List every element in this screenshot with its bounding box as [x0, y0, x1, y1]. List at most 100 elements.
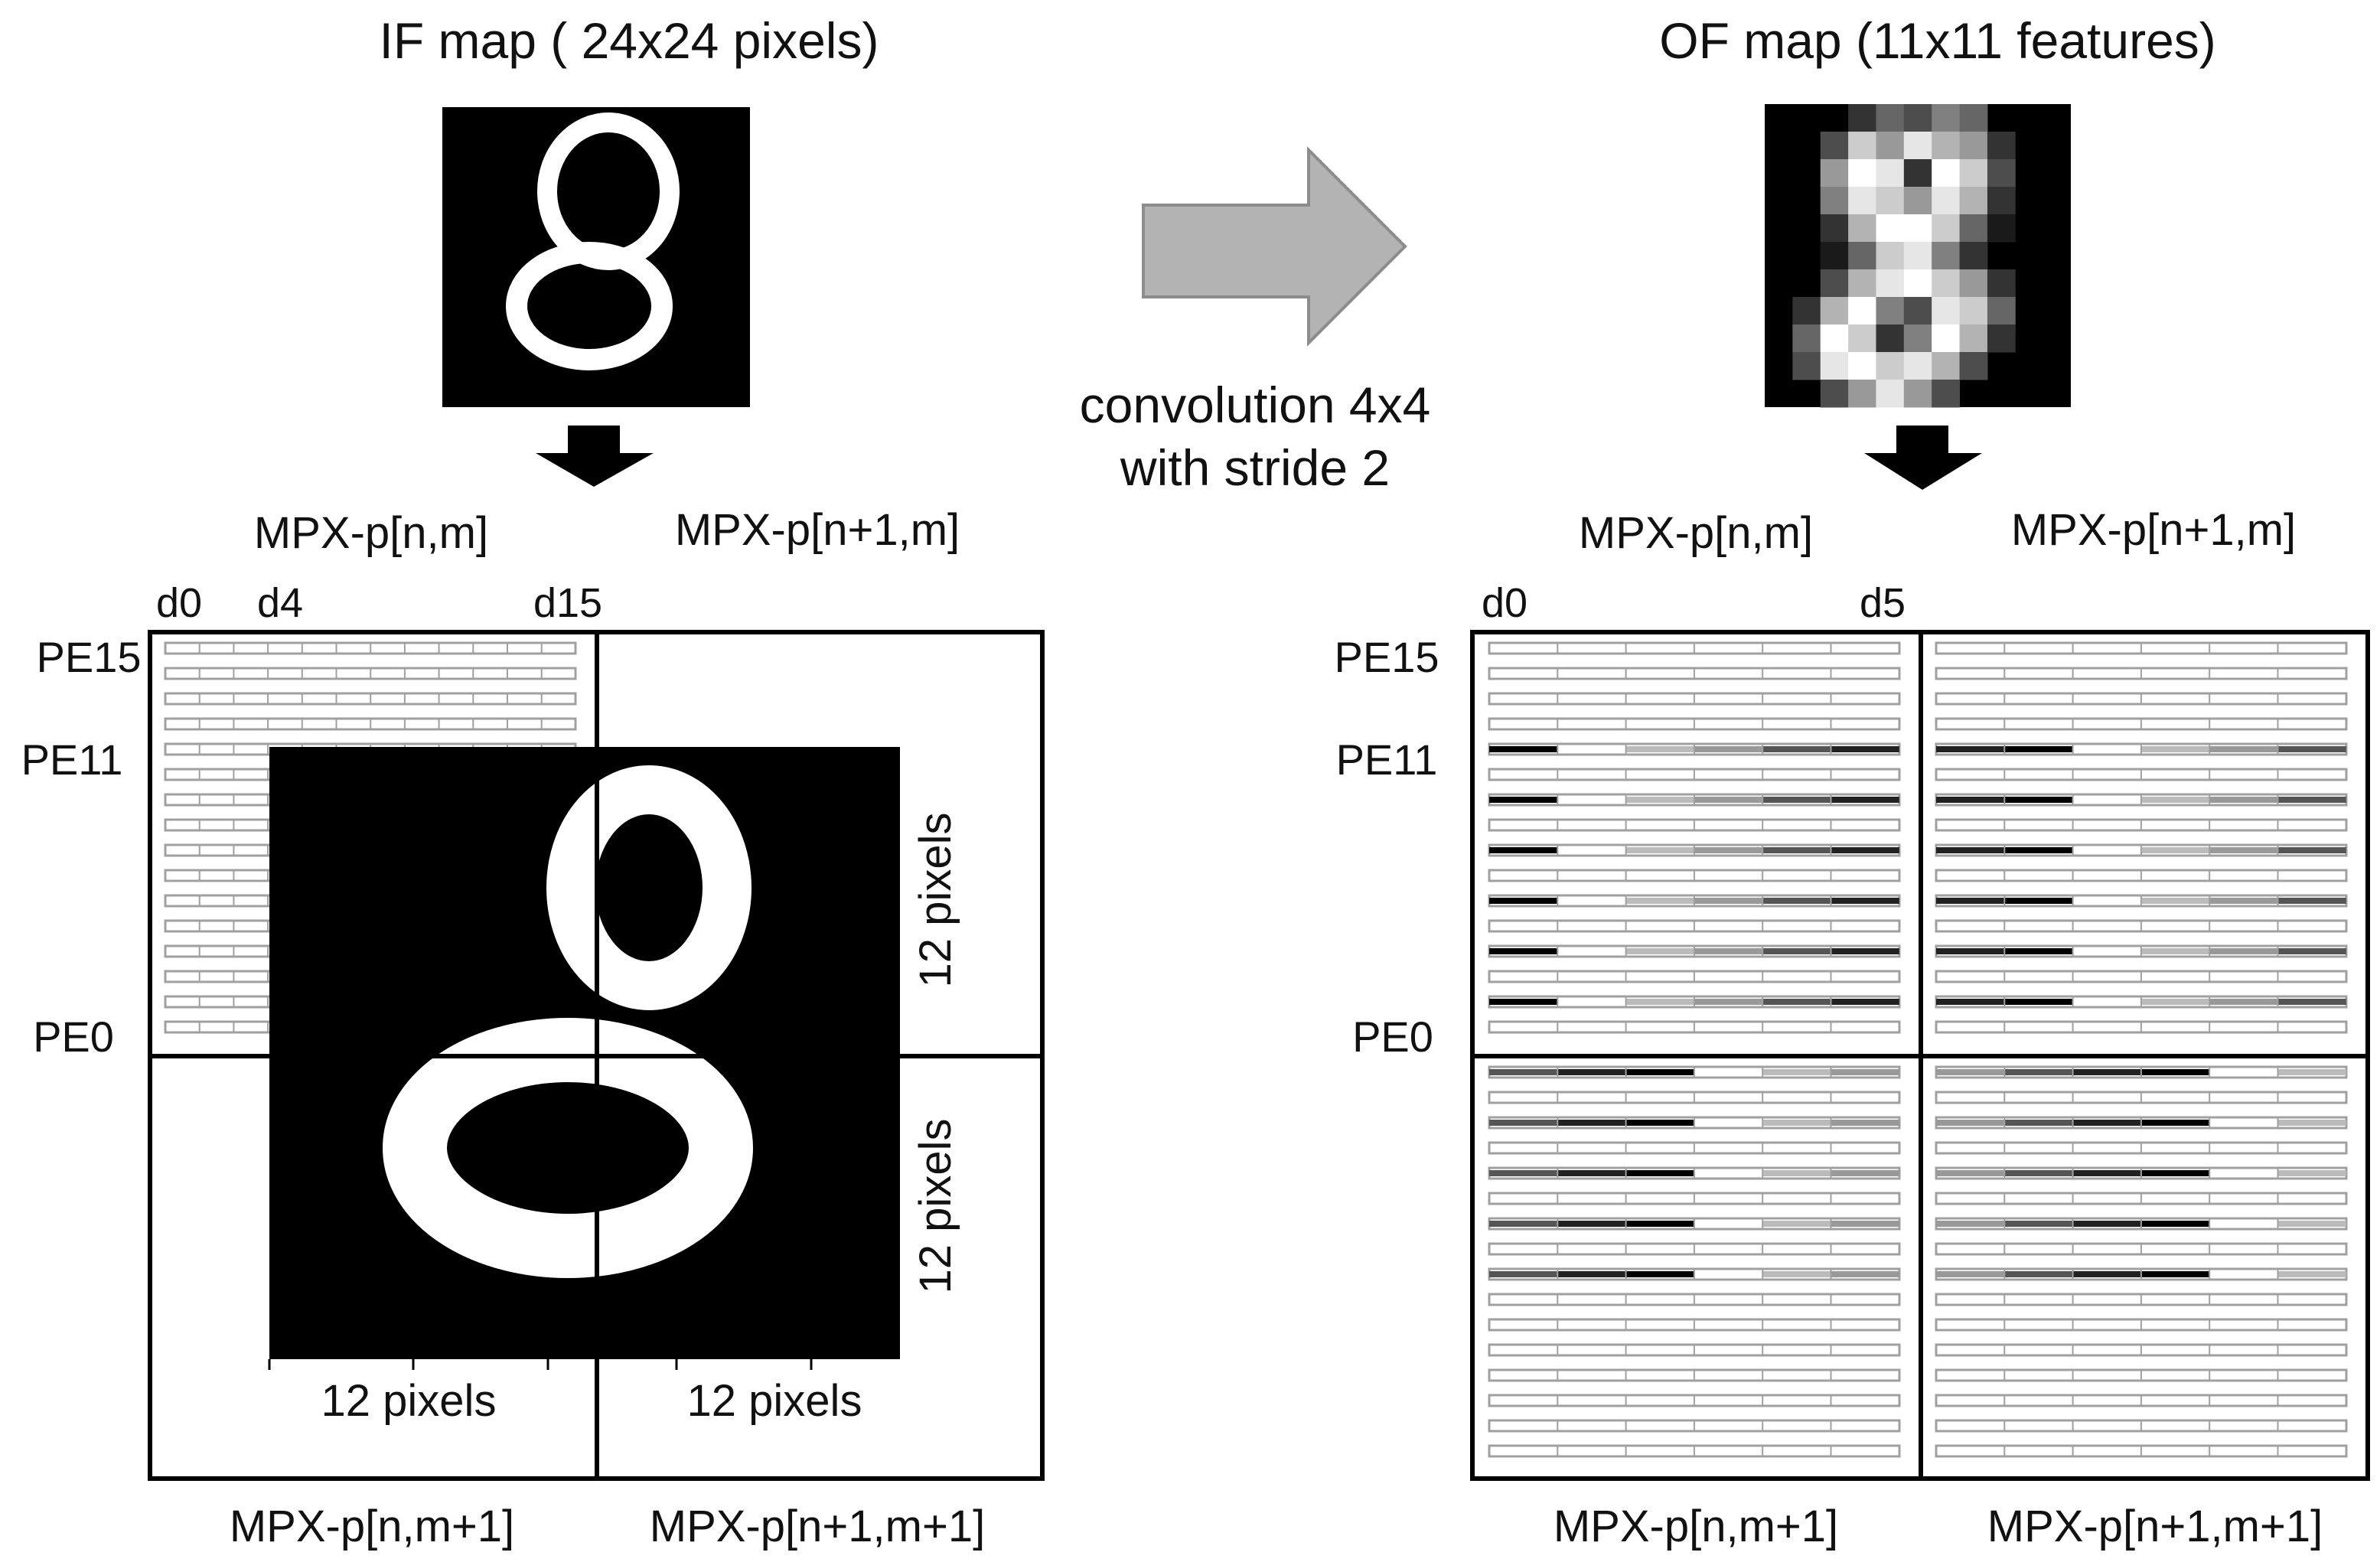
right-mpx-bottom-left: MPX-p[n,m+1]: [1554, 1502, 1838, 1551]
pe-row-feature: [2209, 1170, 2278, 1176]
pe-row-feature: [1625, 1221, 1694, 1227]
pe-row-feature: [1625, 1120, 1694, 1126]
pe-row-feature: [2004, 1221, 2073, 1227]
right-pe-label-pe0: PE0: [1352, 1013, 1433, 1061]
pe-row-feature: [2140, 746, 2210, 752]
of-map-pixel: [1903, 242, 1932, 270]
pe-row-feature: [1694, 1221, 1763, 1227]
pe-row-feature: [1936, 1069, 2005, 1075]
pe-row-feature: [1762, 1221, 1831, 1227]
convolution-arrow-icon: [1142, 146, 1407, 347]
of-map-pixel: [1903, 214, 1932, 243]
pe-row-feature: [2072, 746, 2141, 752]
right-mpx-top-left: MPX-p[n,m]: [1579, 508, 1813, 558]
of-map-pixel: [1792, 352, 1821, 380]
of-map-pixel: [1876, 352, 1905, 380]
of-map-pixel: [1848, 297, 1876, 325]
of-map-pixel: [1876, 269, 1905, 298]
pe-row-feature: [2072, 1069, 2141, 1075]
of-map-pixel: [1876, 187, 1905, 215]
right-pe-row-grid: [1488, 641, 2348, 1458]
pe-row-feature: [1936, 1271, 2005, 1277]
pe-row-feature: [1831, 797, 1899, 803]
pe-row-feature: [1625, 1271, 1694, 1277]
of-map-pixel: [1959, 352, 1988, 380]
if-map-title: IF map ( 24x24 pixels): [380, 12, 879, 69]
of-map-pixel: [1959, 324, 1988, 353]
of-map-pixel: [1820, 324, 1849, 353]
right-quadrant-frame: [1470, 630, 2370, 1481]
of-map-pixel: [1932, 380, 1961, 408]
pe-row-feature: [2140, 1069, 2210, 1075]
pe-row-feature: [1694, 1069, 1763, 1075]
pe-row-feature: [2140, 797, 2210, 803]
of-map-pixel: [1876, 297, 1905, 325]
of-map-pixel: [1820, 269, 1849, 298]
of-map-pixel: [1987, 214, 2016, 243]
right-col-label-d5: d5: [1860, 580, 1906, 626]
of-map-pixel: [1903, 380, 1932, 408]
pe-row-feature: [1762, 1120, 1831, 1126]
pe-row-feature: [1557, 948, 1626, 954]
pe-row-feature: [2277, 1120, 2346, 1126]
pe-row-feature: [2140, 948, 2210, 954]
of-map-pixel: [1959, 214, 1988, 243]
of-map-pixel: [1820, 132, 1849, 160]
pe-row-feature: [1694, 1170, 1763, 1176]
pe-row-feature: [1694, 948, 1763, 954]
pe-row-feature: [2004, 948, 2073, 954]
pe-row-feature: [1625, 847, 1694, 853]
of-map-pixel: [1903, 159, 1932, 188]
of-map-pixel: [1932, 297, 1961, 325]
pe-row-feature: [1557, 1170, 1626, 1176]
of-map-pixel: [1848, 159, 1876, 188]
pe-row-feature: [1489, 797, 1558, 803]
pe-row-feature: [2209, 1221, 2278, 1227]
pe-row-feature: [1694, 797, 1763, 803]
pe-row-feature: [1557, 847, 1626, 853]
of-map-pixel: [1820, 159, 1849, 188]
pe-row-feature: [1489, 847, 1558, 853]
pe-row-feature: [1762, 1170, 1831, 1176]
pe-row-feature: [2140, 898, 2210, 904]
pe-row-feature: [2277, 1069, 2346, 1075]
pe-row-feature: [2004, 1271, 2073, 1277]
pe-row-feature: [1831, 847, 1899, 853]
left-pe-label-pe15: PE15: [37, 633, 142, 681]
pe-row-feature: [2277, 999, 2346, 1005]
pe-row-feature: [1831, 898, 1899, 904]
of-map-pixel: [1987, 324, 2016, 353]
pe-row-feature: [2140, 1271, 2210, 1277]
pe-row-feature: [2209, 1120, 2278, 1126]
down-arrow-icon: [1864, 426, 1982, 490]
of-map-pixel: [1903, 187, 1932, 215]
pe-row-feature: [2140, 999, 2210, 1005]
of-map-pixel: [1903, 297, 1932, 325]
pe-row-feature: [1489, 898, 1558, 904]
of-map-image: [1765, 104, 2071, 408]
pe-row-feature: [2004, 898, 2073, 904]
of-map-pixel: [1932, 242, 1961, 270]
pe-row-feature: [2072, 847, 2141, 853]
if-map-image: [442, 107, 750, 407]
pixels-label-right-top: 12 pixels: [911, 813, 960, 988]
of-map-pixel: [1932, 269, 1961, 298]
of-map-pixel: [1932, 324, 1961, 353]
pe-row-feature: [2209, 999, 2278, 1005]
pe-row-feature: [2004, 847, 2073, 853]
pe-row-feature: [1694, 746, 1763, 752]
pe-row-feature: [1557, 1069, 1626, 1075]
pe-row-feature: [1936, 746, 2005, 752]
pe-row-feature: [2277, 746, 2346, 752]
left-mpx-top-left: MPX-p[n,m]: [254, 508, 488, 558]
of-map-pixel: [1903, 269, 1932, 298]
pe-row-feature: [2072, 1170, 2141, 1176]
pe-row-feature: [1936, 1170, 2005, 1176]
of-map-pixel: [1932, 104, 1961, 132]
pe-row-feature: [1489, 1069, 1558, 1075]
pe-row-feature: [2004, 1170, 2073, 1176]
pe-row-feature: [2072, 1120, 2141, 1126]
pe-row-feature: [1762, 898, 1831, 904]
pe-row-feature: [1762, 1069, 1831, 1075]
pe-row-feature: [2209, 1271, 2278, 1277]
